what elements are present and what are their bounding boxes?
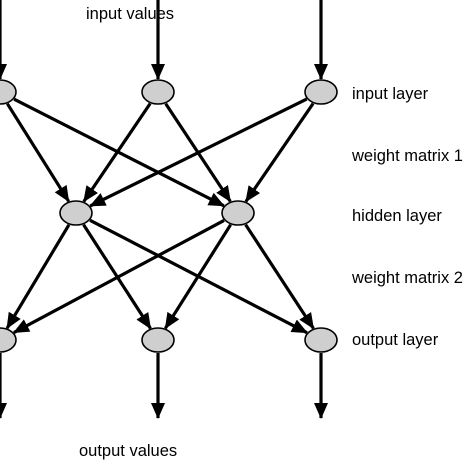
input-layer-label: input layer xyxy=(352,85,429,103)
edge-input3-hidden2 xyxy=(244,102,315,203)
weight-matrix-2-label: weight matrix 2 xyxy=(351,269,463,287)
edge-hidden2-output2 xyxy=(164,223,232,330)
output-layer-label: output layer xyxy=(352,331,439,349)
input-values-label: input values xyxy=(86,5,174,23)
output-values-label: output values xyxy=(79,442,177,460)
edge-input2-hidden1 xyxy=(82,102,152,203)
edge-input1-hidden1 xyxy=(5,102,71,203)
input-node-2 xyxy=(141,79,175,105)
connections xyxy=(0,0,328,419)
neurons xyxy=(0,79,338,353)
output-node-1 xyxy=(0,327,17,353)
hidden-layer-label: hidden layer xyxy=(352,207,442,225)
output-node-2 xyxy=(141,327,175,353)
edge-hidden1-output1 xyxy=(5,223,71,330)
hidden-node-2 xyxy=(221,200,255,226)
edge-input1-hidden2 xyxy=(13,97,225,208)
weight-matrix-1-label: weight matrix 1 xyxy=(351,147,463,165)
input-node-3 xyxy=(304,79,338,105)
edge-hidden2-output3 xyxy=(244,223,315,330)
hidden-node-1 xyxy=(59,200,93,226)
output-node-3 xyxy=(304,327,338,353)
edge-hidden2-output1 xyxy=(13,219,225,334)
edge-input3-hidden1 xyxy=(89,97,308,208)
input-node-1 xyxy=(0,79,17,105)
